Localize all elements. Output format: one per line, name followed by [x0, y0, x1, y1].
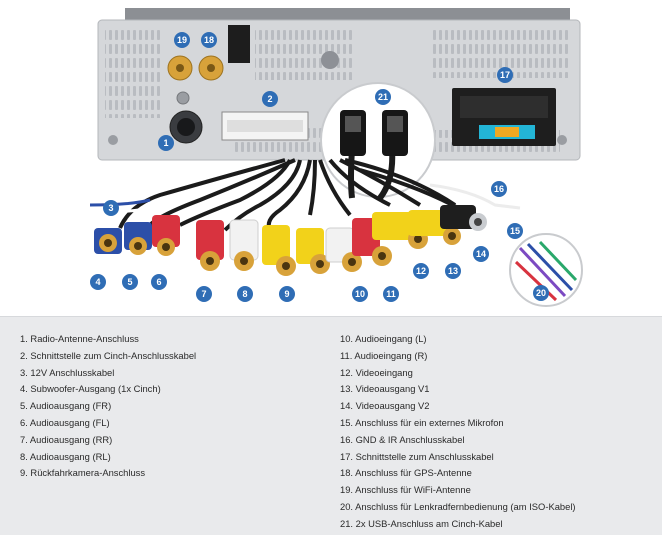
callout-8: 8: [237, 286, 253, 302]
callout-7: 7: [196, 286, 212, 302]
legend-item: 8. Audioausgang (RL): [20, 450, 111, 462]
gold-antenna-connectors: [167, 55, 224, 81]
cinch-interface-port: [221, 111, 309, 141]
legend-item: 2. Schnittstelle zum Cinch-Anschlusskabe…: [20, 349, 197, 361]
legend-item: 19. Anschluss für WiFi-Antenne: [340, 484, 471, 496]
legend-item: 12. Videoeingang: [340, 366, 413, 378]
legend-column-right: 10. Audioeingang (L) 11. Audioeingang (R…: [340, 331, 576, 533]
rca-plug-rr: [196, 220, 224, 271]
legend-item: 3. 12V Anschlusskabel: [20, 366, 115, 378]
svg-text:8: 8: [242, 289, 247, 299]
legend-item: 4. Subwoofer-Ausgang (1x Cinch): [20, 383, 161, 395]
svg-text:1: 1: [163, 138, 168, 148]
rca-plug-subwoofer: [94, 228, 122, 254]
legend-item: 16. GND & IR Anschlusskabel: [340, 433, 465, 445]
callout-3: 3: [103, 200, 119, 216]
legend-item: 7. Audioausgang (RR): [20, 433, 113, 445]
rca-plug-fl: [152, 215, 180, 256]
legend-item: 10. Audioeingang (L): [340, 333, 427, 344]
legend-item: 14. Videoausgang V2: [340, 400, 430, 412]
svg-text:13: 13: [448, 266, 458, 276]
callout-13: 13: [445, 263, 461, 279]
callout-21: 21: [375, 89, 391, 105]
callout-12: 12: [413, 263, 429, 279]
rca-plug-camera: [262, 225, 296, 276]
rca-plug-video-out-1: [408, 210, 461, 245]
legend-item: 21. 2x USB-Anschluss am Cinch-Kabel: [340, 517, 503, 529]
callout-17: 17: [497, 67, 513, 83]
svg-text:21: 21: [378, 92, 388, 102]
svg-text:4: 4: [95, 277, 100, 287]
legend-item: 6. Audioausgang (FL): [20, 416, 110, 428]
callout-10: 10: [352, 286, 368, 302]
callout-5: 5: [122, 274, 138, 290]
radio-antenna-socket: [169, 110, 203, 144]
rca-plug-audio-in-l: [325, 227, 362, 272]
callout-2: 2: [262, 91, 278, 107]
svg-text:19: 19: [177, 35, 187, 45]
rca-plugs: [94, 205, 487, 276]
legend-item: 13. Videoausgang V1: [340, 383, 430, 395]
legend-item: 5. Audioausgang (FR): [20, 400, 112, 412]
svg-text:17: 17: [500, 70, 510, 80]
svg-text:10: 10: [355, 289, 365, 299]
callout-6: 6: [151, 274, 167, 290]
legend-item: 15. Anschluss für ein externes Mikrofon: [340, 416, 504, 428]
callout-11: 11: [383, 286, 399, 302]
callout-15: 15: [507, 223, 523, 239]
svg-text:7: 7: [201, 289, 206, 299]
callout-16: 16: [491, 181, 507, 197]
callout-9: 9: [279, 286, 295, 302]
legend-item: 9. Rückfahrkamera-Anschluss: [20, 467, 146, 479]
svg-text:20: 20: [536, 288, 546, 298]
legend-item: 1. Radio-Antenne-Anschluss: [20, 333, 139, 344]
rca-plug-yellow-2: [296, 228, 330, 274]
rca-plug-fr: [124, 222, 152, 255]
callout-18: 18: [201, 32, 217, 48]
svg-text:14: 14: [476, 249, 486, 259]
svg-text:18: 18: [204, 35, 214, 45]
svg-text:9: 9: [284, 289, 289, 299]
callout-20: 20: [533, 285, 549, 301]
svg-text:2: 2: [267, 94, 272, 104]
svg-text:16: 16: [494, 184, 504, 194]
legend-item: 11. Audioeingang (R): [340, 349, 428, 361]
svg-text:11: 11: [386, 289, 396, 299]
svg-text:12: 12: [416, 266, 426, 276]
svg-text:6: 6: [156, 277, 161, 287]
legend-item: 20. Anschluss für Lenkradfernbedienung (…: [340, 500, 576, 512]
usb-inset: [320, 82, 436, 200]
callout-1: 1: [158, 135, 174, 151]
rca-plug-rl: [229, 219, 259, 271]
callout-14: 14: [473, 246, 489, 262]
rca-plug-video-out-2: [440, 205, 487, 231]
svg-text:5: 5: [127, 277, 132, 287]
svg-text:15: 15: [510, 226, 520, 236]
legend-column-left: 1. Radio-Antenne-Anschluss 2. Schnittste…: [20, 331, 196, 482]
connection-legend: 1. Radio-Antenne-Anschluss 2. Schnittste…: [0, 316, 662, 535]
harness-cables: [118, 158, 472, 232]
legend-item: 17. Schnittstelle zum Anschlusskabel: [340, 450, 494, 462]
connection-photo: 1 2 3 4 5 6 7 8 9 10 11 12 13 14 15 16 1…: [89, 8, 583, 307]
main-harness-connector: [452, 88, 556, 146]
callout-19: 19: [174, 32, 190, 48]
steering-wheel-inset: [509, 233, 583, 307]
svg-text:3: 3: [108, 203, 113, 213]
callout-4: 4: [90, 274, 106, 290]
legend-item: 18. Anschluss für GPS-Antenne: [340, 467, 472, 479]
